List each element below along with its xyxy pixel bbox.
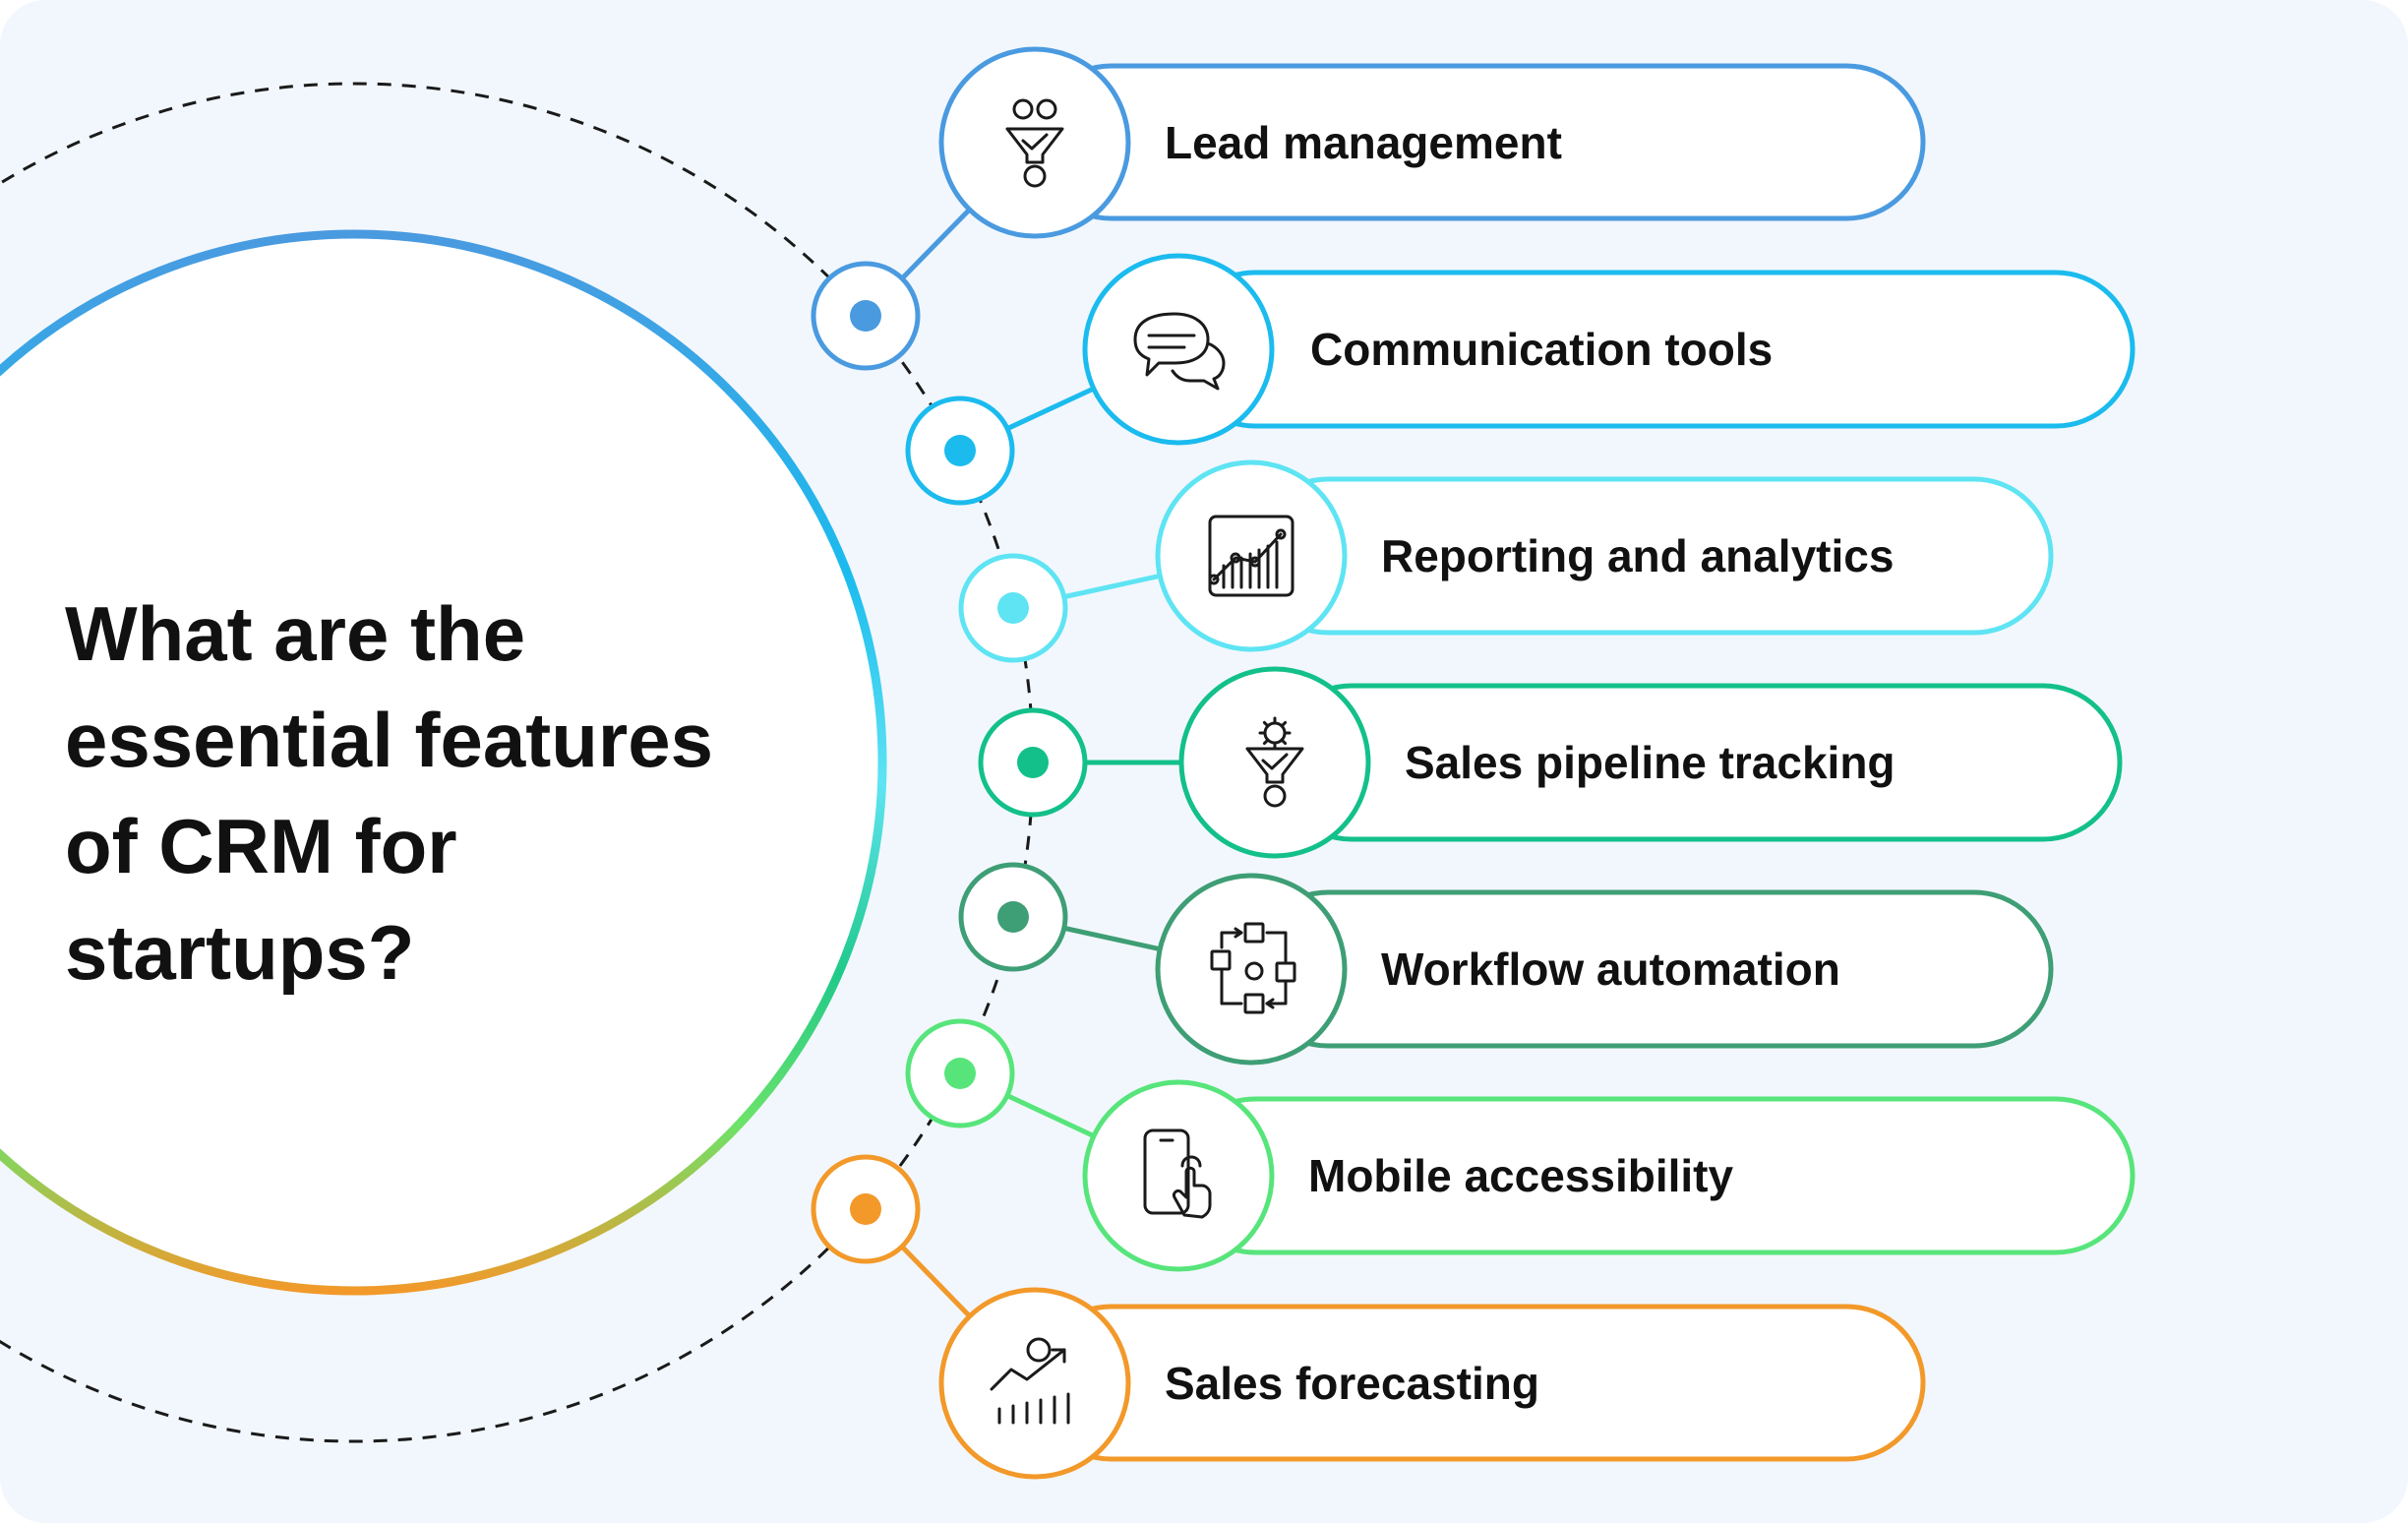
mobile-touch-icon [1143,1128,1212,1219]
feature-label: Communication tools [1310,324,1773,375]
diagram-question: What are the essential features of CRM f… [65,590,714,996]
feature-label: Lead management [1165,117,1562,168]
icon-circle [1178,666,1371,859]
orbit-node [811,261,921,371]
workflow-icon [1210,922,1296,1014]
feature-label: Reporting and analytics [1381,530,1894,581]
icon-circle [1082,253,1275,446]
icon-circle [938,46,1131,239]
orbit-node [958,862,1068,972]
orbit-node [905,1018,1015,1128]
feature-item: Lead management [811,46,1926,371]
pipeline-funnel-icon [1245,716,1304,808]
orbit-node [958,553,1068,663]
feature-item: Sales pipeline tracking [978,666,2123,859]
feature-label: Mobile accessibility [1308,1150,1733,1201]
center-circle [0,229,887,1296]
orbit-node [811,1154,921,1264]
feature-item: Mobile accessibility [905,1018,2136,1272]
funnel-dollar-icon [1005,98,1064,188]
icon-circle [1155,873,1348,1066]
icon-circle [1082,1079,1275,1272]
icon-circle [938,1287,1131,1480]
feature-label: Workflow automation [1381,944,1840,995]
analytics-chart-icon [1208,515,1294,597]
feature-item: Reporting and analytics [958,459,2054,663]
feature-label: Sales forecasting [1165,1358,1539,1409]
feature-item: Communication tools [905,253,2136,506]
feature-item: Workflow automation [958,862,2054,1066]
forecast-chart-icon [990,1337,1070,1425]
feature-item: Sales forecasting [811,1154,1926,1480]
orbit-node [978,707,1088,818]
feature-label: Sales pipeline tracking [1405,737,1896,788]
orbit-node [905,396,1015,506]
chat-bubbles-icon [1133,312,1226,391]
